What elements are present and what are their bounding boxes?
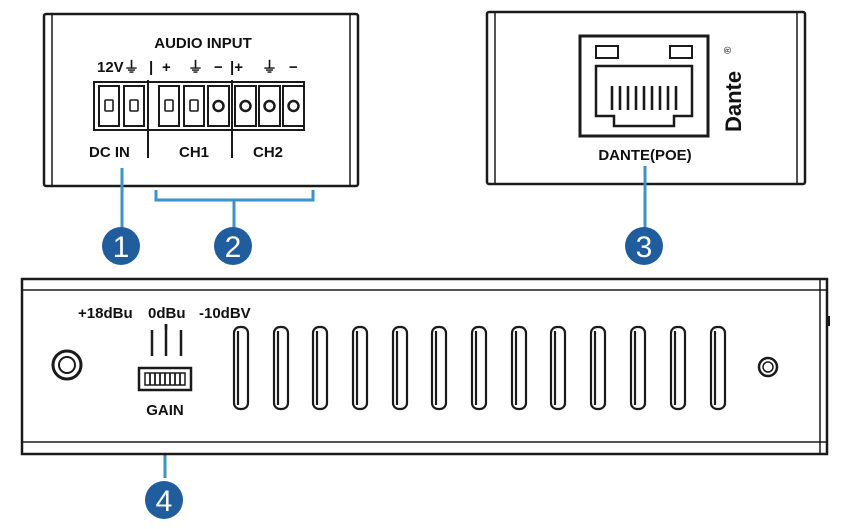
pin-label-ch2-minus: − (289, 59, 298, 76)
pin-round (234, 85, 257, 127)
gain-option-plus18dbu: +18dBu (78, 305, 133, 322)
vent-slot (629, 325, 647, 411)
vent-slot (272, 325, 290, 411)
screw-icon (51, 349, 83, 381)
ch1-label: CH1 (179, 144, 209, 161)
pin-square (98, 85, 120, 127)
gain-label: GAIN (146, 402, 184, 419)
callout-3: 3 (625, 227, 663, 265)
pin-square (123, 85, 145, 127)
vent-slot (391, 325, 409, 411)
vent-slots (232, 325, 727, 411)
pin-label-ch2-plus: |+ (230, 59, 243, 76)
vent-slot (510, 325, 528, 411)
gain-option-0dbu: 0dBu (148, 305, 186, 322)
svg-text:1: 1 (113, 231, 130, 264)
audio-input-panel: AUDIO INPUT 12V ⏚ | + ⏚ − |+ ⏚ − DC IN (42, 12, 360, 188)
dante-poe-label: DANTE(POE) (598, 147, 691, 164)
callout-2: 2 (214, 227, 252, 265)
svg-text:4: 4 (156, 485, 173, 518)
svg-text:2: 2 (225, 231, 242, 264)
ground-symbol: ⏚ (124, 59, 139, 76)
pin-label-ch1-plus: + (162, 59, 171, 76)
rj45-port-icon (578, 34, 710, 138)
svg-text:3: 3 (636, 231, 653, 264)
ground-symbol: ⏚ (262, 59, 277, 76)
pin-round (207, 85, 230, 127)
gain-option-minus10dbv: -10dBV (199, 305, 251, 322)
audio-input-title: AUDIO INPUT (154, 35, 252, 52)
registered-mark: ® (723, 46, 734, 54)
pin-square (158, 85, 180, 127)
ch2-label: CH2 (253, 144, 283, 161)
separator: | (149, 59, 153, 76)
vent-slot (709, 325, 727, 411)
channel-bracket (154, 190, 315, 202)
vent-slot (430, 325, 448, 411)
side-panel: +18dBu 0dBu -10dBV GAIN (20, 277, 830, 456)
vent-slot (589, 325, 607, 411)
pin-label-12v: 12V (97, 59, 124, 76)
vent-slot (470, 325, 488, 411)
gain-ticks (150, 324, 183, 356)
ground-symbol: ⏚ (188, 59, 203, 76)
vent-slot (669, 325, 687, 411)
pin-round (282, 85, 305, 127)
callout-4: 4 (145, 481, 183, 519)
screw-icon (757, 356, 779, 378)
pin-label-ch1-minus: − (214, 59, 223, 76)
gain-dip-switch[interactable] (137, 366, 193, 392)
terminal-pins (98, 85, 305, 127)
callout-1: 1 (102, 227, 140, 265)
dante-logo: Dante ® (721, 46, 746, 132)
vent-slot (351, 325, 369, 411)
pin-round (258, 85, 281, 127)
vent-slot (311, 325, 329, 411)
dante-brand: Dante (721, 71, 746, 132)
dante-panel: Dante ® DANTE(POE) (485, 10, 807, 186)
vent-slot (549, 325, 567, 411)
vent-slot (232, 325, 250, 411)
pin-square (183, 85, 205, 127)
dc-in-label: DC IN (89, 144, 130, 161)
